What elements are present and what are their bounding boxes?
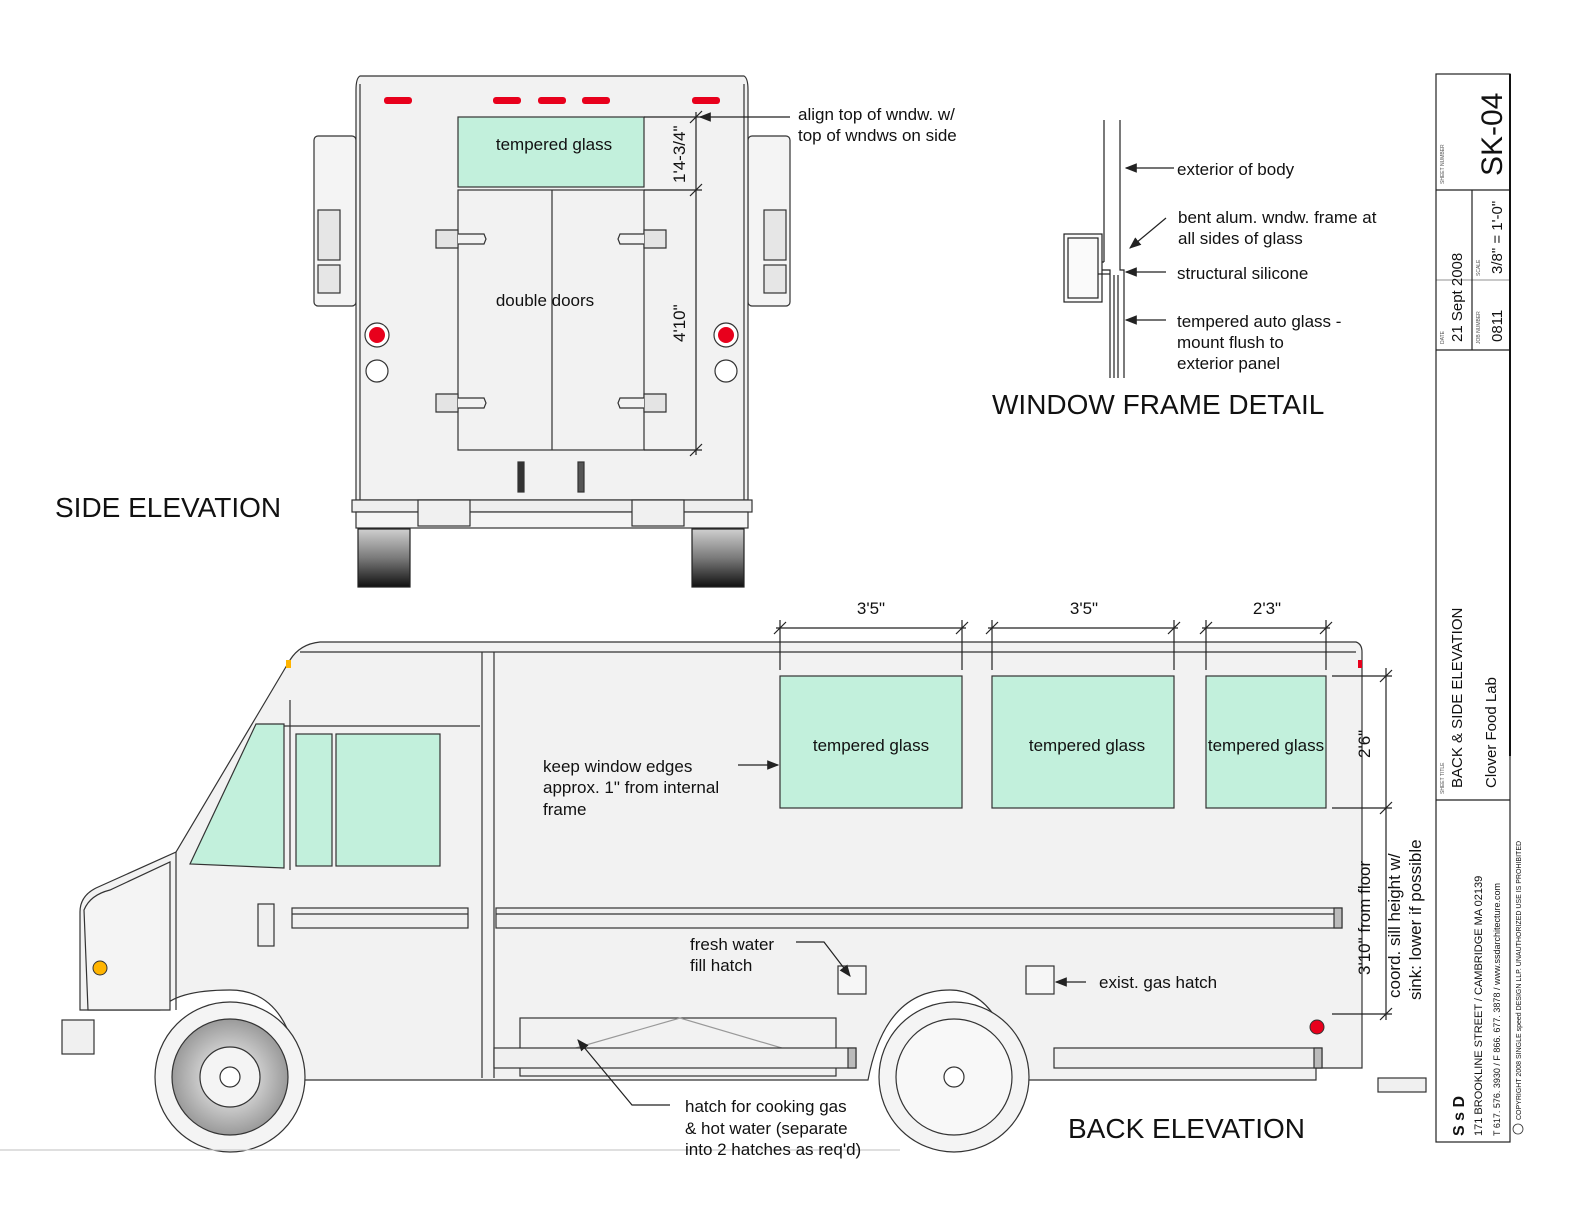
side-window-3-dimension: 2'3" <box>1253 599 1281 618</box>
double-doors <box>457 189 645 451</box>
sheet-number-label: SHEET NUMBER <box>1440 144 1446 184</box>
rear-glass-label: tempered glass <box>496 135 612 154</box>
side-window-2 <box>991 675 1175 809</box>
sheet-title: BACK & SIDE ELEVATION <box>1449 608 1466 788</box>
detail-note-glass-line2: mount flush to <box>1177 333 1284 352</box>
side-window-1-label: tempered glass <box>813 736 929 755</box>
title-block <box>1435 73 1511 1143</box>
detail-note-exterior: exterior of body <box>1177 160 1295 179</box>
copyright-icon <box>1512 1123 1524 1135</box>
fresh-water-note-line2: fill hatch <box>690 956 752 975</box>
job-number-label: JOB NUMBER <box>1476 311 1482 344</box>
firm-contact: T 617. 576. 3930 / F 866. 677. 3878 / ww… <box>1492 883 1502 1136</box>
detail-note-frame-line2: all sides of glass <box>1178 229 1303 248</box>
side-lights <box>92 660 1362 1035</box>
rear-tempered-glass <box>457 116 645 188</box>
detail-note-glass-line3: exterior panel <box>1177 354 1280 373</box>
firm-logo: S s D <box>1451 1096 1468 1136</box>
windshield <box>189 723 285 869</box>
rear-marker-lights <box>384 97 720 104</box>
gas-hatch-note: exist. gas hatch <box>1099 973 1217 992</box>
sill-dimension: 3'10" from floor <box>1355 861 1374 975</box>
date-label: DATE <box>1440 330 1446 344</box>
scale: 3/8" = 1'-0" <box>1489 201 1506 274</box>
side-window-3-label: tempered glass <box>1208 736 1324 755</box>
project-name: Clover Food Lab <box>1483 677 1500 788</box>
window-frame-detail-title: WINDOW FRAME DETAIL <box>992 389 1324 420</box>
front-bumper <box>61 1019 95 1055</box>
side-window-2-dimension: 3'5" <box>1070 599 1098 618</box>
detail-note-frame-line1: bent alum. wndw. frame at <box>1178 208 1377 227</box>
job-number: 0811 <box>1489 310 1506 342</box>
side-elevation-title: SIDE ELEVATION <box>55 492 281 523</box>
window-frame-detail <box>1063 120 1174 378</box>
side-window-1-dimension: 3'5" <box>857 599 885 618</box>
double-doors-label: double doors <box>496 291 594 310</box>
scale-label: SCALE <box>1476 259 1482 276</box>
edge-note-line2: approx. 1" from internal <box>543 778 719 797</box>
sill-note-line1: coord. sill height w/ <box>1385 853 1404 998</box>
gas-hatch <box>1025 965 1055 995</box>
fresh-water-hatch <box>837 965 867 995</box>
hatch-note-line3: into 2 hatches as req'd) <box>685 1140 861 1159</box>
copyright: COPYRIGHT 2008 SINGLE speed DESIGN LLP. … <box>1516 841 1523 1120</box>
detail-note-silicone: structural silicone <box>1177 264 1308 283</box>
rear-bumper <box>351 499 753 513</box>
window-height-dimension: 2'6" <box>1355 730 1374 758</box>
fresh-water-note-line1: fresh water <box>690 935 774 954</box>
hatch-note-line2: & hot water (separate <box>685 1119 848 1138</box>
cab-window-large <box>335 733 441 867</box>
hatch-note-line1: hatch for cooking gas <box>685 1097 847 1116</box>
rear-doors-dimension: 4'10" <box>670 304 689 342</box>
rear-glass-dimension: 1'4-3/4" <box>670 126 689 183</box>
side-window-3 <box>1205 675 1327 809</box>
rear-right-tire <box>691 528 745 588</box>
edge-note-line3: frame <box>543 800 586 819</box>
rear-view <box>313 75 791 588</box>
align-note-line1: align top of wndw. w/ <box>798 105 955 124</box>
rear-left-tire <box>357 528 411 588</box>
align-note-line2: top of wndws on side <box>798 126 957 145</box>
side-window-2-label: tempered glass <box>1029 736 1145 755</box>
date: 21 Sept 2008 <box>1449 253 1466 342</box>
cab-window-small <box>295 733 333 867</box>
detail-note-glass-line1: tempered auto glass - <box>1177 312 1341 331</box>
sheet-title-label: SHEET TITLE <box>1440 762 1446 794</box>
firm-address: 171 BROOKLINE STREET / CAMBRIDGE MA 0213… <box>1473 876 1485 1136</box>
sill-note-line2: sink: lower if possible <box>1406 839 1425 1000</box>
side-window-1 <box>779 675 963 809</box>
edge-note-line1: keep window edges <box>543 757 692 776</box>
sheet-number: SK-04 <box>1476 93 1509 176</box>
side-view <box>0 620 1427 1153</box>
back-elevation-title: BACK ELEVATION <box>1068 1113 1305 1144</box>
